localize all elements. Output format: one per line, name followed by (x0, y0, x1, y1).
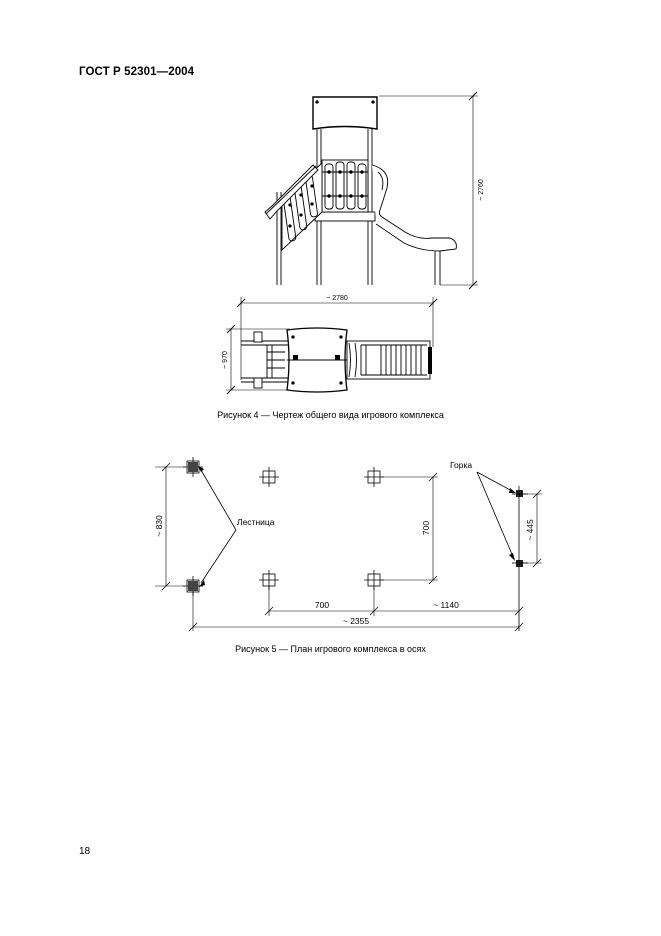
ladder-label: Лестница (237, 517, 275, 527)
post-marker (183, 457, 384, 596)
figure-4-drawing: ~ 2760 ~ 2780 ~ 970 (222, 91, 485, 395)
fig4-length-dim: ~ 2780 (326, 295, 348, 302)
fig4-height-dim: ~ 2760 (478, 179, 485, 201)
page-number: 18 (79, 846, 91, 857)
figure-4-caption: Рисунок 4 — Чертеж общего вида игрового … (217, 410, 444, 420)
post-span-dim: 700 (421, 521, 431, 535)
standard-header: ГОСТ Р 52301—2004 (79, 66, 195, 78)
fig4-width-dim: ~ 970 (222, 351, 229, 369)
left-span-dim: ~ 830 (154, 515, 164, 537)
roof-panel (312, 96, 378, 130)
figure-5-drawing: Лестница Горка ~ 830 700 ~ 445 700 ~ 114… (154, 457, 542, 632)
overall-dim: ~ 2355 (343, 616, 370, 626)
slide-label: Горка (450, 460, 472, 470)
bottom-slide-dim: ~ 1140 (433, 600, 459, 610)
figure-5-caption: Рисунок 5 — План игрового комплекса в ос… (235, 644, 426, 654)
bottom-posts-dim: 700 (315, 600, 329, 610)
slide-span-dim: ~ 445 (525, 519, 535, 541)
